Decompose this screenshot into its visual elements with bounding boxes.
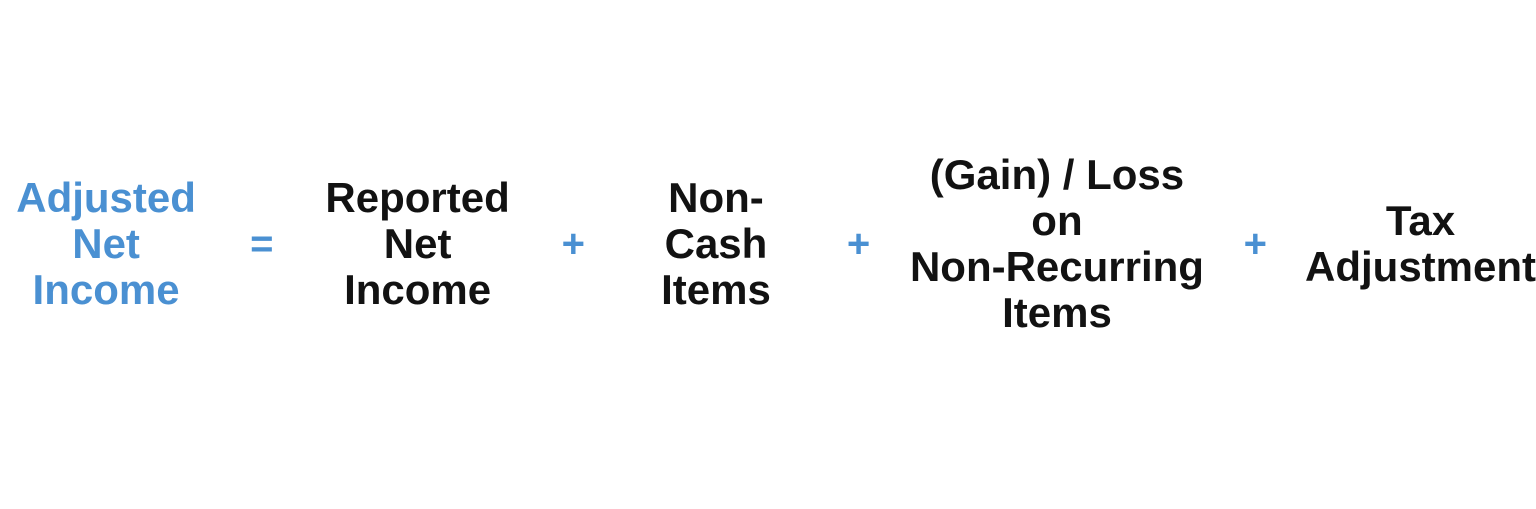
formula-term-non-cash-items: Non-Cash Items (661, 173, 771, 313)
formula-term-gain-loss-non-recurring-items: (Gain) / Loss on Non-Recurring Items (909, 150, 1204, 336)
equals-sign: = (250, 221, 274, 266)
adjusted-net-income-formula: Adjusted Net Income = Reported Net Incom… (0, 150, 1536, 336)
plus-sign: + (1243, 221, 1268, 266)
plus-sign: + (561, 221, 586, 266)
formula-term-tax-adjustment: Tax Adjustment (1305, 196, 1536, 290)
formula-term-reported-net-income: Reported Net Income (325, 173, 510, 313)
plus-sign: + (846, 221, 871, 266)
formula-result-adjusted-net-income: Adjusted Net Income (16, 173, 196, 313)
